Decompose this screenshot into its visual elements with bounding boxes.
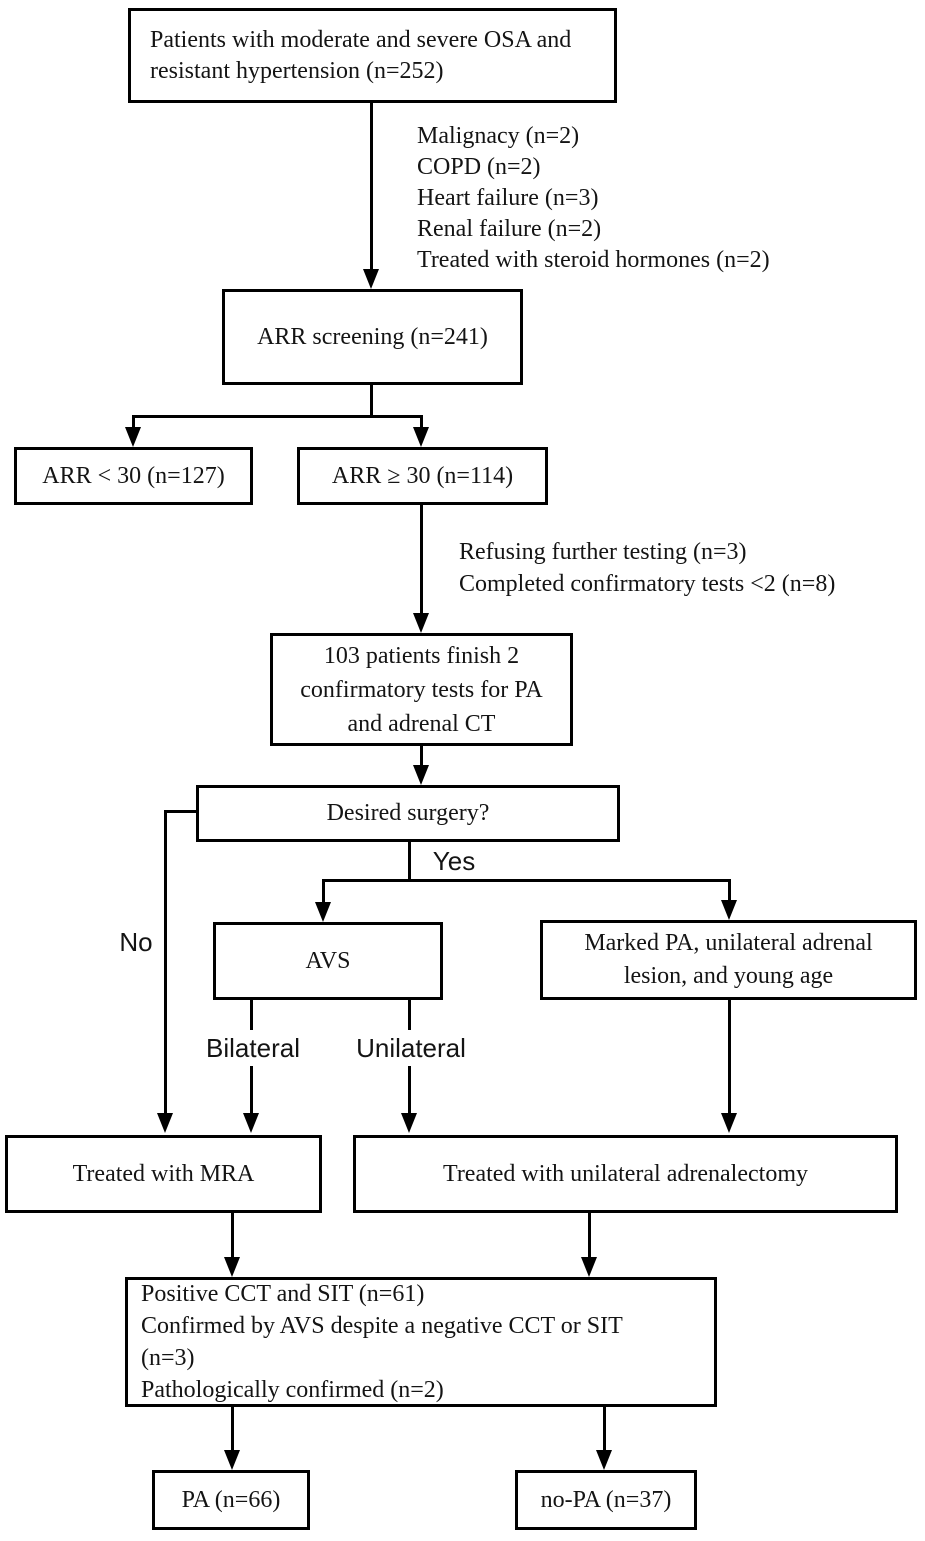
connector-line — [132, 415, 135, 429]
node-pa: PA (n=66) — [152, 1470, 310, 1530]
connector-line — [420, 415, 423, 429]
node-text-line: PA (n=66) — [181, 1486, 281, 1513]
connector-line — [420, 746, 423, 767]
arrowhead — [413, 613, 429, 633]
node-text-line: and adrenal CT — [347, 710, 496, 737]
edge-label-yes: Yes — [426, 844, 482, 878]
arrowhead — [224, 1257, 240, 1277]
annotation-line: Completed confirmatory tests <2 (n=8) — [459, 571, 836, 597]
connector-line — [728, 1000, 731, 1113]
connector-line — [164, 810, 167, 1113]
node-text-line: (n=3) — [141, 1345, 195, 1371]
node-103-patients: 103 patients finish 2 confirmatory tests… — [270, 633, 573, 746]
node-text-line: Marked PA, unilateral adrenal — [584, 930, 873, 956]
edge-label-no: No — [112, 924, 160, 960]
edge-label-unilateral: Unilateral — [341, 1030, 481, 1066]
arrowhead — [363, 269, 379, 289]
annotation-line: Treated with steroid hormones (n=2) — [417, 247, 770, 273]
node-patients-osa: Patients with moderate and severe OSA an… — [128, 8, 617, 103]
node-text-line: resistant hypertension (n=252) — [150, 57, 444, 84]
connector-line — [322, 879, 325, 904]
arrowhead — [243, 1113, 259, 1133]
node-text-line: confirmatory tests for PA — [300, 676, 543, 703]
connector-line — [408, 842, 411, 882]
node-text-line: Positive CCT and SIT (n=61) — [141, 1281, 425, 1307]
connector-line — [420, 505, 423, 615]
node-text-line: Desired surgery? — [326, 800, 490, 826]
connector-line — [603, 1407, 606, 1450]
node-text-line: Patients with moderate and severe OSA an… — [150, 26, 572, 53]
node-marked-pa: Marked PA, unilateral adrenal lesion, an… — [540, 920, 917, 1000]
arrowhead — [721, 1113, 737, 1133]
annotation-line: Refusing further testing (n=3) — [459, 539, 747, 565]
node-text-line: Treated with MRA — [72, 1160, 255, 1187]
node-text-line: Confirmed by AVS despite a negative CCT … — [141, 1313, 623, 1339]
node-text-line: ARR ≥ 30 (n=114) — [331, 462, 514, 489]
node-text-line: Treated with unilateral adrenalectomy — [443, 1160, 808, 1187]
arrowhead — [596, 1450, 612, 1470]
connector-line — [728, 879, 731, 902]
node-arr-screening: ARR screening (n=241) — [222, 289, 523, 385]
annotation-line: Heart failure (n=3) — [417, 185, 599, 211]
node-arr-lt-30: ARR < 30 (n=127) — [14, 447, 253, 505]
connector-line — [164, 810, 198, 813]
node-arr-ge-30: ARR ≥ 30 (n=114) — [297, 447, 548, 505]
node-no-pa: no-PA (n=37) — [515, 1470, 697, 1530]
connector-line — [322, 879, 731, 882]
connector-line — [231, 1213, 234, 1257]
arrowhead — [157, 1113, 173, 1133]
node-text-line: lesion, and young age — [623, 963, 834, 989]
node-confirmed-outcomes: Positive CCT and SIT (n=61) Confirmed by… — [125, 1277, 717, 1407]
node-text-line: Pathologically confirmed (n=2) — [141, 1377, 444, 1403]
arrowhead — [413, 427, 429, 447]
annotation-refusals: Refusing further testing (n=3) Completed… — [459, 536, 835, 600]
node-text-line: no-PA (n=37) — [540, 1486, 672, 1513]
node-text-line: AVS — [305, 947, 351, 974]
node-avs: AVS — [213, 922, 443, 1000]
annotation-line: COPD (n=2) — [417, 154, 541, 180]
annotation-line: Malignacy (n=2) — [417, 123, 580, 149]
node-text-line: ARR screening (n=241) — [257, 323, 488, 350]
connector-line — [132, 415, 423, 418]
arrowhead — [224, 1450, 240, 1470]
edge-label-bilateral: Bilateral — [183, 1030, 323, 1066]
arrowhead — [401, 1113, 417, 1133]
arrowhead — [581, 1257, 597, 1277]
node-text-line: ARR < 30 (n=127) — [42, 462, 225, 489]
connector-line — [588, 1213, 591, 1257]
arrowhead — [125, 427, 141, 447]
arrowhead — [413, 765, 429, 785]
node-treated-adrenalectomy: Treated with unilateral adrenalectomy — [353, 1135, 898, 1213]
connector-line — [231, 1407, 234, 1450]
arrowhead — [721, 900, 737, 920]
node-desired-surgery: Desired surgery? — [196, 785, 620, 842]
node-treated-mra: Treated with MRA — [5, 1135, 322, 1213]
annotation-line: Renal failure (n=2) — [417, 216, 602, 242]
arrowhead — [315, 902, 331, 922]
connector-line — [370, 385, 373, 417]
connector-line — [370, 103, 373, 269]
node-text-line: 103 patients finish 2 — [323, 642, 520, 669]
annotation-exclusions: Malignacy (n=2) COPD (n=2) Heart failure… — [417, 121, 770, 276]
